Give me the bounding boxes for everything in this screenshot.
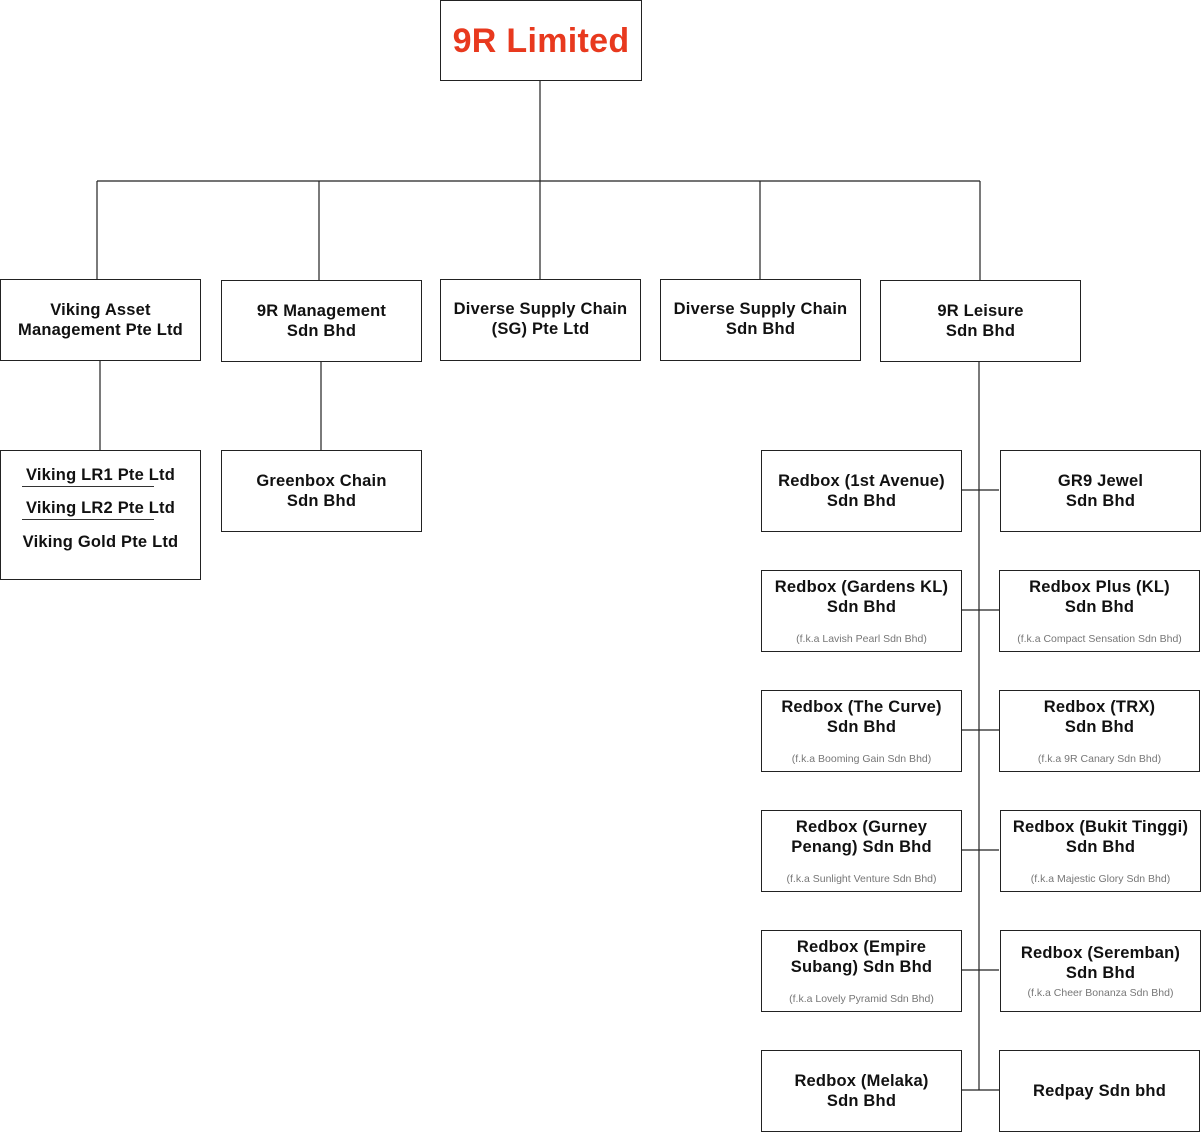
company-box-9r-leisure: 9R Leisure Sdn Bhd — [880, 280, 1081, 362]
company-name-line2: Sdn Bhd — [1065, 964, 1136, 982]
subsidiary-viking-lr1: Viking LR1 Pte Ltd — [21, 465, 175, 487]
company-box-redbox-bukit-tinggi: Redbox (Bukit Tinggi) Sdn Bhd (f.k.a Maj… — [1000, 810, 1201, 892]
former-name-note: (f.k.a Lovely Pyramid Sdn Bhd) — [789, 993, 934, 1005]
root-company-name: 9R Limited — [452, 21, 630, 60]
company-name-line1: 9R Management — [256, 302, 387, 320]
company-box-redbox-gardens-kl: Redbox (Gardens KL) Sdn Bhd (f.k.a Lavis… — [761, 570, 962, 652]
former-name-note: (f.k.a Lavish Pearl Sdn Bhd) — [796, 633, 927, 645]
company-name-line2: Subang) Sdn Bhd — [790, 958, 933, 976]
underline — [21, 486, 154, 487]
company-name-line1: Diverse Supply Chain — [673, 300, 848, 318]
company-name-line2: Sdn Bhd — [1065, 838, 1136, 856]
company-box-gr9-jewel: GR9 Jewel Sdn Bhd — [1000, 450, 1201, 532]
former-name-note: (f.k.a Majestic Glory Sdn Bhd) — [1030, 873, 1171, 885]
former-name-note: (f.k.a Compact Sensation Sdn Bhd) — [1017, 633, 1182, 645]
company-name-line2: Sdn Bhd — [286, 492, 357, 510]
company-name-line1: Redpay Sdn bhd — [1033, 1082, 1166, 1100]
company-box-redbox-the-curve: Redbox (The Curve) Sdn Bhd (f.k.a Boomin… — [761, 690, 962, 772]
company-name-line2: (SG) Pte Ltd — [491, 320, 590, 338]
former-name-note: (f.k.a Sunlight Venture Sdn Bhd) — [786, 873, 937, 885]
company-name-line2: Penang) Sdn Bhd — [791, 838, 932, 856]
company-box-diverse-my: Diverse Supply Chain Sdn Bhd — [660, 279, 861, 361]
company-box-9r-management: 9R Management Sdn Bhd — [221, 280, 422, 362]
former-name-note: (f.k.a 9R Canary Sdn Bhd) — [1037, 753, 1162, 765]
company-box-redpay: Redpay Sdn bhd — [999, 1050, 1200, 1132]
company-name-line2: Management Pte Ltd — [18, 321, 183, 339]
company-name-line1: Redbox (Empire — [796, 938, 927, 956]
company-box-redbox-plus-kl: Redbox Plus (KL) Sdn Bhd (f.k.a Compact … — [999, 570, 1200, 652]
former-name-note: (f.k.a Booming Gain Sdn Bhd) — [791, 753, 932, 765]
company-name-line1: Redbox Plus (KL) — [1029, 578, 1170, 596]
company-box-redbox-1st-avenue: Redbox (1st Avenue) Sdn Bhd — [761, 450, 962, 532]
company-name-line1: Diverse Supply Chain — [453, 300, 628, 318]
company-box-viking-asset: Viking Asset Management Pte Ltd — [0, 279, 201, 361]
company-name-line2: Sdn Bhd — [1065, 492, 1136, 510]
company-box-redbox-gurney-penang: Redbox (Gurney Penang) Sdn Bhd (f.k.a Su… — [761, 810, 962, 892]
company-name-line1: Redbox (Melaka) — [794, 1072, 929, 1090]
company-box-diverse-sg: Diverse Supply Chain (SG) Pte Ltd — [440, 279, 641, 361]
underline — [21, 519, 154, 520]
company-name-line1: Greenbox Chain — [256, 472, 387, 490]
company-box-redbox-melaka: Redbox (Melaka) Sdn Bhd — [761, 1050, 962, 1132]
subsidiary-viking-gold: Viking Gold Pte Ltd — [22, 533, 179, 551]
company-name-line1: Redbox (Gurney — [795, 818, 928, 836]
company-name-line2: Sdn Bhd — [826, 1092, 897, 1110]
company-name-line1: GR9 Jewel — [1057, 472, 1144, 490]
company-name-line2: Sdn Bhd — [826, 598, 897, 616]
company-name-line2: Sdn Bhd — [286, 322, 357, 340]
company-box-redbox-trx: Redbox (TRX) Sdn Bhd (f.k.a 9R Canary Sd… — [999, 690, 1200, 772]
company-name-line1: Redbox (Bukit Tinggi) — [1012, 818, 1189, 836]
company-name-line1: 9R Leisure — [937, 302, 1024, 320]
company-box-redbox-seremban: Redbox (Seremban) Sdn Bhd (f.k.a Cheer B… — [1000, 930, 1201, 1012]
company-name-line2: Sdn Bhd — [1064, 598, 1135, 616]
company-name-line2: Sdn Bhd — [826, 492, 897, 510]
company-name-line2: Sdn Bhd — [1064, 718, 1135, 736]
company-name-line1: Viking Asset — [50, 301, 151, 319]
company-name-line1: Redbox (1st Avenue) — [778, 472, 945, 490]
company-name-line2: Sdn Bhd — [725, 320, 796, 338]
company-name-line1: Redbox (Gardens KL) — [774, 578, 949, 596]
company-name-line2: Sdn Bhd — [945, 322, 1016, 340]
company-box-greenbox: Greenbox Chain Sdn Bhd — [221, 450, 422, 532]
company-name-line1: Redbox (The Curve) — [781, 698, 942, 716]
root-company-box: 9R Limited — [440, 0, 642, 81]
former-name-note: (f.k.a Cheer Bonanza Sdn Bhd) — [1027, 987, 1174, 999]
company-name-line2: Sdn Bhd — [826, 718, 897, 736]
company-name-line1: Redbox (Seremban) — [1020, 944, 1181, 962]
company-name-line1: Redbox (TRX) — [1043, 698, 1156, 716]
company-box-redbox-empire-subang: Redbox (Empire Subang) Sdn Bhd (f.k.a Lo… — [761, 930, 962, 1012]
company-box-viking-subsidiaries: Viking LR1 Pte Ltd Viking LR2 Pte Ltd Vi… — [0, 450, 201, 580]
subsidiary-viking-lr2: Viking LR2 Pte Ltd — [21, 498, 175, 520]
